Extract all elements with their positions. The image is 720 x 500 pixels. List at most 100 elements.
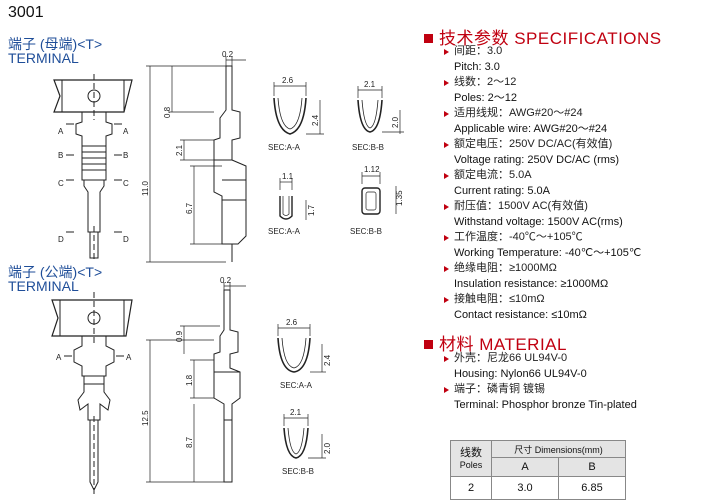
spec-item-insulation: 绝缘电阻：≥1000MΩ Insulation resistance: ≥1000… bbox=[438, 261, 720, 292]
spec-cn: 额定电流：5.0A bbox=[454, 169, 532, 181]
spec-item-contact: 接触电阻：≤10mΩ Contact resistance: ≤10mΩ bbox=[438, 292, 720, 323]
heading-bullet-icon bbox=[424, 340, 433, 349]
cut-label-a-left: A bbox=[58, 127, 64, 136]
male-section-b-b: 2.1 2.0 SEC:B-B bbox=[282, 408, 332, 476]
cut-label-b-left: B bbox=[58, 151, 63, 160]
male-cut-lines: A A bbox=[56, 353, 132, 362]
cut-label-d-right: D bbox=[123, 235, 129, 244]
dimensions-table: 线数 Poles 尺寸 Dimensions(mm) A B 2 3.0 6.8… bbox=[450, 440, 626, 500]
female-side-view bbox=[213, 65, 247, 262]
material-heading: 材料 MATERIAL bbox=[424, 330, 567, 355]
spec-en: Current rating: 5.0A bbox=[454, 184, 550, 197]
female-sec-bb-height: 2.0 bbox=[391, 116, 400, 128]
female-dim-d2: 2.1 bbox=[175, 144, 184, 156]
male-sec-aa-height: 2.4 bbox=[323, 354, 332, 366]
cut-label-c-left: C bbox=[58, 179, 64, 188]
female-sec-aa2-height: 1.7 bbox=[307, 204, 316, 216]
female-sec-aa-label: SEC:A-A bbox=[268, 143, 301, 152]
spec-item-voltage: 额定电压：250V DC/AC(有效值) Voltage rating: 250V… bbox=[438, 137, 720, 168]
spec-cn: 工作温度：-40℃～+105℃ bbox=[454, 231, 583, 243]
female-cut-lines: A A B B C C D D bbox=[58, 123, 129, 244]
arrow-bullet-icon bbox=[444, 49, 449, 55]
arrow-bullet-icon bbox=[444, 80, 449, 86]
table-row: 2 3.0 6.85 bbox=[450, 476, 626, 500]
spec-cn: 额定电压：250V DC/AC(有效值) bbox=[454, 138, 613, 150]
female-sec-aa-width: 2.6 bbox=[282, 76, 294, 85]
material-cn: 端子：磷青铜 镀锡 bbox=[454, 383, 546, 395]
male-terminal-title-cn: 端子 (公端)<T> bbox=[8, 264, 103, 280]
row-b: 6.85 bbox=[558, 476, 626, 500]
female-dim-d3: 6.7 bbox=[185, 202, 194, 214]
spec-cn: 绝缘电阻：≥1000MΩ bbox=[454, 262, 557, 274]
female-terminal-title-cn: 端子 (母端)<T> bbox=[8, 36, 103, 52]
male-sec-aa-width: 2.6 bbox=[286, 318, 298, 327]
female-dimension-lines: 0.2 0.8 2.1 6.7 11.0 bbox=[141, 50, 246, 263]
material-en: Housing: Nylon66 UL94V-0 bbox=[454, 367, 587, 380]
female-dim-d1: 0.8 bbox=[163, 106, 172, 118]
spec-item-current: 额定电流：5.0A Current rating: 5.0A bbox=[438, 168, 720, 199]
male-dimension-lines: 0.2 0.9 1.8 8.7 12.5 bbox=[141, 276, 246, 483]
spec-en: Poles: 2～12 bbox=[454, 91, 517, 104]
material-item-terminal: 端子：磷青铜 镀锡 Terminal: Phosphor bronze Tin-p… bbox=[438, 382, 720, 413]
spec-cn: 耐压值：1500V AC(有效值) bbox=[454, 200, 588, 212]
male-cut-label-a-right: A bbox=[126, 353, 132, 362]
spec-en: Voltage rating: 250V DC/AC (rms) bbox=[454, 153, 620, 166]
poles-header-cn: 线数 bbox=[460, 446, 482, 459]
male-sec-bb-height: 2.0 bbox=[323, 442, 332, 454]
male-dim-d2: 1.8 bbox=[185, 374, 194, 386]
material-cn: 外壳：尼龙66 UL94V-0 bbox=[454, 352, 568, 364]
female-sec-aa-height: 2.4 bbox=[311, 114, 320, 126]
heading-bullet-icon bbox=[424, 34, 433, 43]
material-heading-text: 材料 MATERIAL bbox=[439, 335, 567, 354]
female-front-view bbox=[53, 74, 133, 262]
arrow-bullet-icon bbox=[444, 235, 449, 241]
male-front-view bbox=[51, 292, 133, 494]
male-dim-overall: 12.5 bbox=[141, 410, 150, 426]
arrow-bullet-icon bbox=[444, 173, 449, 179]
technical-drawing: A A B B C C D D 0.2 0.8 2.1 6.7 11.0 bbox=[51, 50, 404, 494]
spec-cn: 接触电阻：≤10mΩ bbox=[454, 293, 545, 305]
cut-label-b-right: B bbox=[123, 151, 128, 160]
dimensions-header: 尺寸 Dimensions(mm) bbox=[491, 440, 626, 458]
spec-cn: 适用线规：AWG#20～#24 bbox=[454, 107, 583, 119]
cut-label-a-right: A bbox=[123, 127, 129, 136]
specifications-heading-text: 技术参数 SPECIFICATIONS bbox=[439, 29, 662, 48]
male-dim-top: 0.2 bbox=[220, 276, 232, 285]
arrow-bullet-icon bbox=[444, 356, 449, 362]
arrow-bullet-icon bbox=[444, 142, 449, 148]
specifications-heading: 技术参数 SPECIFICATIONS bbox=[424, 24, 662, 49]
male-cut-label-a-left: A bbox=[56, 353, 62, 362]
spec-en: Contact resistance: ≤10mΩ bbox=[454, 308, 587, 321]
female-sec-bb-width: 2.1 bbox=[364, 80, 376, 89]
female-section-a-a-small: 1.1 1.7 SEC:A-A bbox=[268, 172, 316, 236]
arrow-bullet-icon bbox=[444, 111, 449, 117]
spec-en: Insulation resistance: ≥1000MΩ bbox=[454, 277, 609, 290]
model-number: 3001 bbox=[8, 4, 44, 21]
poles-header-en: Poles bbox=[459, 459, 483, 470]
row-a: 3.0 bbox=[491, 476, 559, 500]
row-poles: 2 bbox=[450, 476, 492, 500]
cut-label-c-right: C bbox=[123, 179, 129, 188]
female-sec-bb2-height: 1.35 bbox=[395, 190, 404, 206]
female-sec-bb2-label: SEC:B-B bbox=[350, 227, 382, 236]
spec-en: Pitch: 3.0 bbox=[454, 60, 500, 73]
arrow-bullet-icon bbox=[444, 266, 449, 272]
poles-header: 线数 Poles bbox=[450, 440, 492, 477]
male-dim-d1: 0.9 bbox=[175, 330, 184, 342]
female-sec-aa2-label: SEC:A-A bbox=[268, 227, 301, 236]
material-en: Terminal: Phosphor bronze Tin-plated bbox=[454, 398, 637, 411]
female-terminal-title-en: TERMINAL bbox=[8, 50, 79, 66]
spec-en: Withstand voltage: 1500V AC(rms) bbox=[454, 215, 623, 228]
female-sec-aa2-width: 1.1 bbox=[282, 172, 294, 181]
spec-item-withstand: 耐压值：1500V AC(有效值) Withstand voltage: 1500… bbox=[438, 199, 720, 230]
female-sec-bb2-width: 1.12 bbox=[364, 165, 380, 174]
female-dim-top: 0.2 bbox=[222, 50, 234, 59]
female-section-b-b: 2.1 2.0 SEC:B-B bbox=[352, 80, 404, 152]
female-dim-overall: 11.0 bbox=[141, 180, 150, 196]
